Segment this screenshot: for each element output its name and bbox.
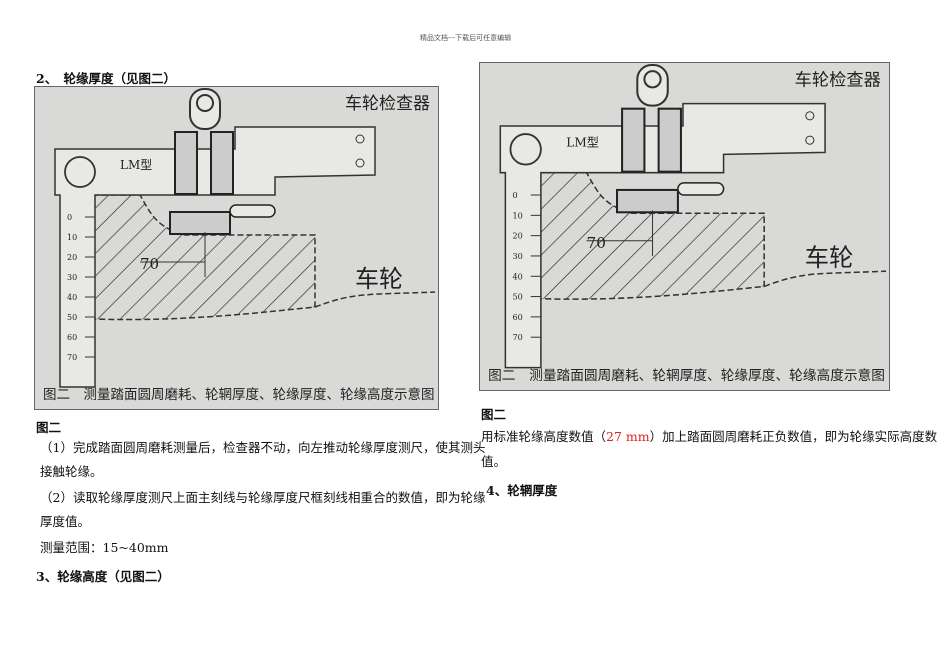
diagram-caption: 图二 测量踏面圆周磨耗、轮辋厚度、轮缘厚度、轮缘高度示意图 — [488, 367, 885, 384]
ruler-tick-label: 20 — [67, 253, 77, 262]
gauge-hole — [509, 133, 542, 166]
ruler-tick-label: 10 — [512, 210, 522, 220]
wheel-label: 车轮 — [805, 243, 854, 272]
flange-thickness-slider — [169, 211, 231, 235]
page-header-note: 精品文档---下载后可任意编辑 — [420, 34, 512, 42]
wheel-profile-dashed — [763, 270, 886, 288]
gauge-hole — [64, 156, 96, 188]
ruler-tick-label: 60 — [67, 333, 77, 342]
slider-right — [210, 131, 234, 195]
measure-range: 测量范围：15~40mm — [40, 540, 169, 555]
text: ）加上踏面圆周磨耗正负数值，即为轮缘实际高度数 — [649, 429, 938, 444]
figure-2-diagram: 0 10 20 30 40 50 60 70 车轮检查器 LM型 70 车轮 图二 测量踏面圆… — [479, 62, 890, 391]
tool-label: 车轮检查器 — [795, 70, 881, 90]
wheel-profile-dashed — [314, 291, 436, 308]
section-heading-4: 4、轮辋厚度 — [486, 483, 558, 498]
ruler-tick-label: 70 — [512, 332, 522, 342]
wheel-gauge-diagram: 0 10 20 30 40 50 60 70 车轮检查器 LM型 70 车轮 图二 测量踏面圆… — [488, 64, 886, 384]
ruler-tick-label: 70 — [67, 353, 77, 362]
paragraph-flange-height: 用标准轮缘高度数值（27 mm）加上踏面圆周磨耗正负数值，即为轮缘实际高度数 — [481, 425, 937, 449]
ruler-tick-label: 0 — [512, 190, 517, 200]
figure-1-caption: 图二 — [36, 420, 62, 435]
section-heading-2: 2、 轮缘厚度（见图二） — [36, 71, 176, 86]
figure-1-diagram: 0 10 20 30 40 50 60 70 车轮检查器 LM型 70 车轮 图二 测量踏面圆… — [34, 86, 439, 410]
flange-thickness-slider — [615, 188, 679, 214]
wheel-gauge-diagram: 0 10 20 30 40 50 60 70 车轮检查器 LM型 70 车轮 图二 测量踏面圆… — [43, 88, 436, 403]
ruler-tick-label: 20 — [512, 231, 522, 241]
ruler-tick-label: 40 — [512, 271, 522, 281]
ruler-tick-label: 30 — [67, 273, 77, 282]
paragraph-1-cont: 接触轮缘。 — [40, 464, 103, 479]
ruler-tick-label: 50 — [512, 292, 522, 302]
model-label: LM型 — [120, 158, 152, 172]
ruler-tick-label: 40 — [67, 293, 77, 302]
vertical-ruler-ticks: 0 10 20 30 40 50 60 70 — [512, 190, 541, 342]
tool-label: 车轮检查器 — [345, 94, 430, 114]
ruler-tick-label: 60 — [512, 312, 522, 322]
wheel-section-hatched — [92, 194, 316, 321]
figure-2-caption: 图二 — [481, 407, 507, 422]
slider-left — [621, 107, 646, 173]
ruler-tick-label: 10 — [67, 233, 77, 242]
diagram-caption: 图二 测量踏面圆周磨耗、轮辋厚度、轮缘厚度、轮缘高度示意图 — [43, 386, 435, 403]
dimension-label: 70 — [140, 255, 159, 273]
ruler-tick-label: 0 — [67, 213, 72, 222]
paragraph-1: （1）完成踏面圆周磨耗测量后，检查器不动，向左推动轮缘厚度测尺，使其测头 — [40, 440, 486, 455]
slider-left — [174, 131, 198, 195]
text: 用标准轮缘高度数值（ — [481, 429, 607, 444]
paragraph-flange-height-cont: 值。 — [481, 454, 507, 469]
gauge-body — [499, 102, 826, 369]
paragraph-2-cont: 厚度值。 — [40, 514, 91, 529]
wheel-section-hatched — [538, 171, 765, 300]
model-label: LM型 — [566, 135, 599, 149]
section-heading-3: 3、轮缘高度（见图二） — [36, 569, 170, 584]
gauge-body — [54, 126, 376, 388]
wheel-label: 车轮 — [355, 265, 403, 293]
vertical-ruler-ticks: 0 10 20 30 40 50 60 70 — [67, 213, 95, 362]
ruler-tick-label: 50 — [67, 313, 77, 322]
slider-right — [657, 107, 682, 173]
ruler-tick-label: 30 — [512, 251, 522, 261]
paragraph-2: （2）读取轮缘厚度测尺上面主刻线与轮缘厚度尺框刻线相重合的数值，即为轮缘 — [40, 490, 486, 505]
dimension-label: 70 — [587, 234, 606, 252]
standard-flange-height-value: 27 mm — [606, 429, 650, 444]
